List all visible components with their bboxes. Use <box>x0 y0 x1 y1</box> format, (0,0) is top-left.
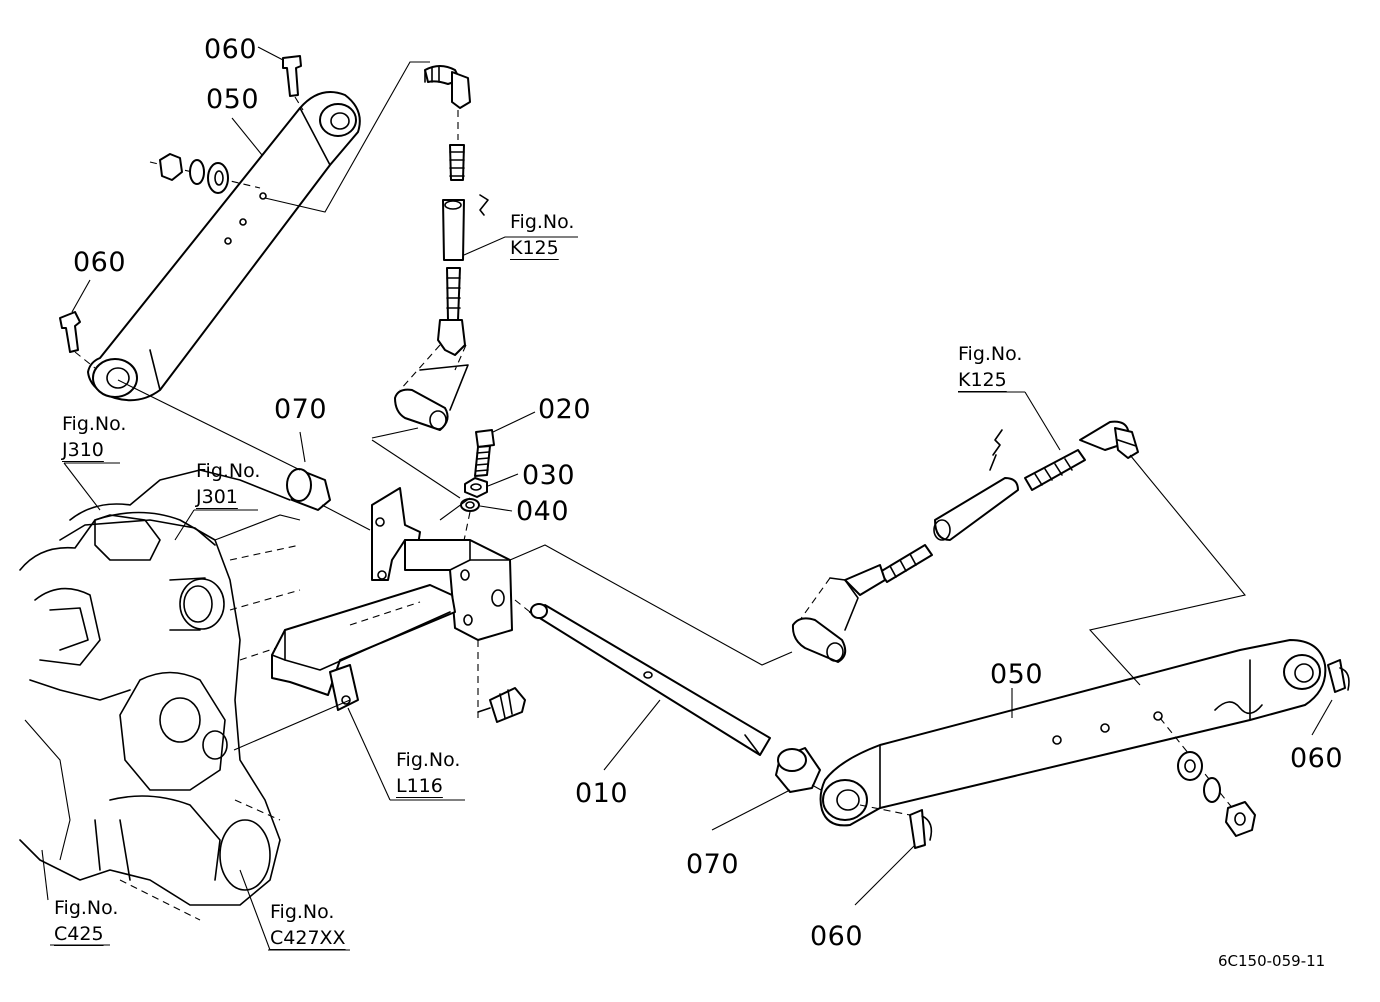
bracket-assembly <box>271 487 513 711</box>
washer-040 <box>460 498 480 512</box>
document-id: 6C150-059-11 <box>1218 952 1326 970</box>
rod-arm-link-line <box>1088 454 1246 686</box>
part-label-050-top: 050 <box>206 84 260 115</box>
part-label-050-right: 050 <box>990 659 1044 690</box>
lift-rod-right <box>791 420 1139 663</box>
leader-k125-right-a <box>1024 391 1061 451</box>
leader-c425 <box>41 849 49 901</box>
part-label-060-bottom: 060 <box>810 921 864 952</box>
figure-ref-j301: Fig.No. J301 <box>196 459 260 510</box>
leader-top-arm <box>264 61 430 213</box>
figure-ref-caption: Fig.No. <box>958 343 1023 365</box>
cross-shaft-010 <box>514 599 771 756</box>
part-label-070-left: 070 <box>274 394 328 425</box>
figure-ref-l116: Fig.No. L116 <box>396 748 460 799</box>
part-label-060-left: 060 <box>73 247 127 278</box>
leader-070-left <box>299 431 306 463</box>
pin-top <box>282 55 304 111</box>
leader-070-bottom <box>711 789 791 831</box>
housing-to-bracket-line <box>233 699 351 751</box>
nut-030 <box>464 477 488 498</box>
figure-ref-caption: Fig.No. <box>396 749 461 771</box>
figure-ref-caption: Fig.No. <box>270 901 335 923</box>
leader-j301 <box>174 509 195 541</box>
tractor-housing <box>19 469 301 921</box>
lift-rod-to-bracket-line-2 <box>371 439 461 499</box>
lift-arm-top <box>87 91 361 402</box>
figure-ref-code: C427XX <box>270 926 346 949</box>
leader-c427xx <box>239 869 271 951</box>
leader-040 <box>479 505 513 512</box>
bolt-020 <box>474 429 495 477</box>
nut-washer-set-top <box>149 153 261 194</box>
figure-ref-code: L116 <box>396 774 443 797</box>
part-label-060-right: 060 <box>1290 743 1344 774</box>
part-label-060-top: 060 <box>204 34 258 65</box>
leader-l116 <box>347 707 391 801</box>
pin-left <box>59 311 96 369</box>
leader-030 <box>487 473 519 487</box>
figure-ref-caption: Fig.No. <box>62 413 127 435</box>
figure-ref-code: K125 <box>510 236 559 259</box>
figure-ref-code: J301 <box>196 485 238 508</box>
leader-060-bottom <box>854 844 916 906</box>
figure-ref-caption: Fig.No. <box>510 211 575 233</box>
figure-ref-code: J310 <box>62 438 104 461</box>
collar-070-left <box>286 468 331 511</box>
collar-bracket-axis <box>321 504 371 531</box>
bracket-link-line <box>509 544 793 666</box>
lift-rod-to-bracket-line <box>371 427 419 439</box>
figure-ref-j310: Fig.No. J310 <box>62 412 126 463</box>
bolt-axis-line <box>461 511 471 551</box>
grease-fitting <box>477 640 526 723</box>
leader-j310 <box>63 462 101 511</box>
arm-pin-axis-left <box>117 379 301 471</box>
part-label-070-bottom: 070 <box>686 849 740 880</box>
figure-ref-caption: Fig.No. <box>54 897 119 919</box>
pin-bottom <box>859 804 933 849</box>
figure-ref-code: K125 <box>958 368 1007 391</box>
figure-ref-k125-top: Fig.No. K125 <box>510 210 574 261</box>
figure-ref-caption: Fig.No. <box>196 460 261 482</box>
figure-ref-k125-right: Fig.No. K125 <box>958 342 1022 393</box>
leader-010 <box>603 699 661 771</box>
part-label-010: 010 <box>575 778 629 809</box>
lift-arm-right <box>819 639 1327 827</box>
leader-060-left <box>71 279 91 313</box>
leader-050-top <box>231 117 263 156</box>
part-label-020: 020 <box>538 394 592 425</box>
part-label-040: 040 <box>516 496 570 527</box>
leader-k125-top <box>463 236 578 256</box>
leader-020 <box>492 411 536 433</box>
leader-060-top <box>257 46 284 61</box>
figure-ref-c427xx: Fig.No. C427XX <box>270 900 346 951</box>
figure-ref-c425: Fig.No. C425 <box>54 896 118 947</box>
pin-right <box>1327 659 1350 693</box>
leader-060-right <box>1311 699 1333 736</box>
figure-ref-code: C425 <box>54 922 104 945</box>
lift-rod-top <box>394 65 489 431</box>
nut-washer-set-right <box>1159 717 1256 837</box>
collar-070-right <box>775 747 821 793</box>
part-label-030: 030 <box>522 460 576 491</box>
